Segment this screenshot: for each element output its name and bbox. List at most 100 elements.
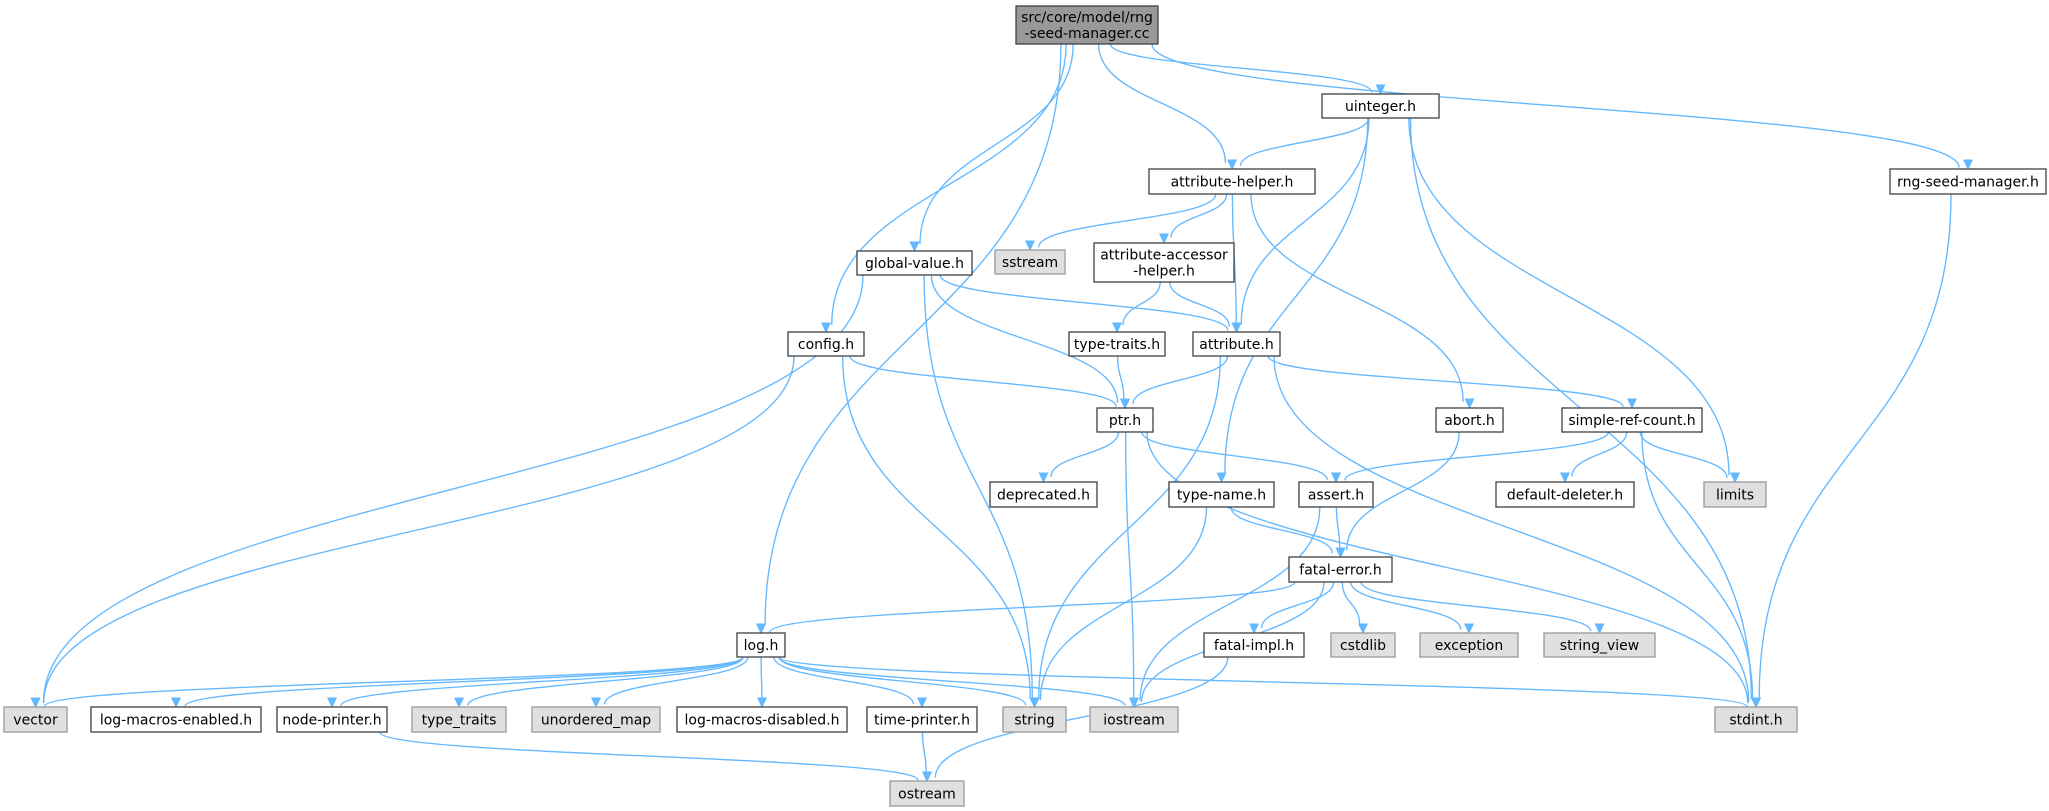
edge-arrowhead <box>1464 623 1474 635</box>
node-label: global-value.h <box>865 256 964 272</box>
edge-uinteger-to-attribute <box>1231 117 1370 334</box>
node-fatal-impl[interactable]: fatal-impl.h <box>1203 632 1305 658</box>
edge-line <box>1360 581 1592 632</box>
edge-line <box>930 274 1119 403</box>
edge-line <box>43 656 744 707</box>
edge-line <box>1224 117 1369 474</box>
node-label: log-macros-enabled.h <box>100 713 252 729</box>
node-label: string_view <box>1560 638 1639 654</box>
node-label: node-printer.h <box>282 713 381 729</box>
node-box <box>1192 331 1281 357</box>
edge-line <box>1038 355 1222 700</box>
node-label: default-deleter.h <box>1507 488 1623 504</box>
node-deprecated[interactable]: deprecated.h <box>989 481 1098 508</box>
node-label: attribute-accessor <box>1100 248 1228 264</box>
node-attribute[interactable]: attribute.h <box>1192 331 1281 357</box>
node-label: abort.h <box>1444 413 1495 429</box>
node-assert[interactable]: assert.h <box>1298 481 1374 508</box>
edge-attribute-to-simple-ref-count <box>1267 355 1637 410</box>
edge-line <box>1141 431 1328 480</box>
edge-fatal-error-to-exception <box>1350 581 1474 635</box>
edge-line <box>919 43 1074 244</box>
node-box <box>1002 706 1067 733</box>
node-root[interactable]: src/core/model/rng-seed-manager.cc <box>1015 5 1159 45</box>
node-sstream: sstream <box>994 249 1066 275</box>
edge-arrowhead <box>171 697 181 709</box>
edge-line <box>1335 506 1341 549</box>
node-log-macros-enabled[interactable]: log-macros-enabled.h <box>90 706 262 733</box>
node-limits: limits <box>1703 481 1767 508</box>
node-rng-seed-manager[interactable]: rng-seed-manager.h <box>1889 168 2047 195</box>
edge-log-to-vector <box>30 656 744 709</box>
node-exception: exception <box>1419 632 1519 658</box>
node-label: fatal-impl.h <box>1214 638 1294 654</box>
node-config[interactable]: config.h <box>787 331 865 357</box>
node-attribute-helper[interactable]: attribute-helper.h <box>1148 168 1316 195</box>
node-fatal-error[interactable]: fatal-error.h <box>1288 556 1393 583</box>
edge-line <box>921 731 927 773</box>
edge-arrowhead <box>1331 472 1341 484</box>
edge-line <box>1230 506 1333 554</box>
edge-arrowhead <box>30 697 41 709</box>
node-cstdlib: cstdlib <box>1330 632 1396 658</box>
node-simple-ref-count[interactable]: simple-ref-count.h <box>1561 407 1703 433</box>
edge-node-printer-to-ostream <box>378 731 932 783</box>
edge-line <box>764 43 1062 625</box>
node-box <box>1203 632 1305 658</box>
edge-arrowhead <box>1216 472 1227 484</box>
edge-assert-to-fatal-error <box>1335 506 1346 559</box>
node-ptr[interactable]: ptr.h <box>1096 407 1154 433</box>
node-label: rng-seed-manager.h <box>1897 175 2039 191</box>
edge-arrowhead <box>1627 398 1637 410</box>
node-box <box>1148 168 1316 195</box>
node-abort[interactable]: abort.h <box>1435 407 1504 433</box>
node-node-printer[interactable]: node-printer.h <box>276 706 388 733</box>
node-label: assert.h <box>1308 488 1364 504</box>
edge-line <box>831 43 1067 326</box>
edge-line <box>1097 43 1227 163</box>
edge-arrowhead <box>917 697 927 709</box>
node-type-traits-h[interactable]: type-traits.h <box>1068 331 1166 357</box>
edge-arrowhead <box>1159 233 1169 245</box>
node-type-name[interactable]: type-name.h <box>1168 481 1275 508</box>
edge-line <box>1239 117 1370 167</box>
edge-attribute-helper-to-abort <box>1250 193 1475 410</box>
node-global-value[interactable]: global-value.h <box>856 250 973 276</box>
node-log-macros-disabled[interactable]: log-macros-disabled.h <box>676 706 848 733</box>
edge-arrowhead <box>1249 623 1259 635</box>
edge-fatal-error-to-log <box>756 581 1296 635</box>
edge-arrowhead <box>1025 240 1035 252</box>
edge-simple-ref-count-to-default-deleter <box>1560 431 1628 484</box>
node-stdint: stdint.h <box>1714 706 1798 733</box>
node-time-printer[interactable]: time-printer.h <box>866 706 978 733</box>
node-box <box>1435 407 1504 433</box>
edge-line <box>340 656 744 707</box>
edge-attribute-to-ptr <box>1120 355 1229 410</box>
node-box <box>1495 481 1635 508</box>
edge-time-printer-to-ostream <box>921 731 932 783</box>
node-box <box>1068 331 1166 357</box>
node-attribute-accessor-helper[interactable]: attribute-accessor-helper.h <box>1093 242 1235 283</box>
node-label: simple-ref-count.h <box>1568 413 1695 429</box>
edge-line <box>923 274 1033 699</box>
node-box <box>994 249 1066 275</box>
edge-arrowhead <box>454 697 464 709</box>
node-default-deleter[interactable]: default-deleter.h <box>1495 481 1635 508</box>
edge-root-to-rng-seed-manager <box>1151 43 1973 171</box>
node-label: -seed-manager.cc <box>1025 26 1150 42</box>
node-uinteger[interactable]: uinteger.h <box>1321 93 1440 119</box>
node-log[interactable]: log.h <box>736 632 786 658</box>
edge-arrowhead <box>1464 398 1475 410</box>
edge-arrowhead <box>1751 697 1761 709</box>
edge-arrowhead <box>1038 472 1049 484</box>
edge-log-to-stdint <box>778 656 1761 709</box>
node-label: type_traits <box>422 713 497 729</box>
edge-arrowhead <box>909 241 920 253</box>
node-vector: vector <box>3 706 68 733</box>
node-box <box>1089 706 1179 733</box>
edge-arrowhead <box>1231 322 1242 334</box>
node-box <box>3 706 68 733</box>
edge-line <box>1346 431 1460 551</box>
edge-line <box>1250 193 1464 402</box>
edge-log-to-unordered-map <box>591 656 749 709</box>
